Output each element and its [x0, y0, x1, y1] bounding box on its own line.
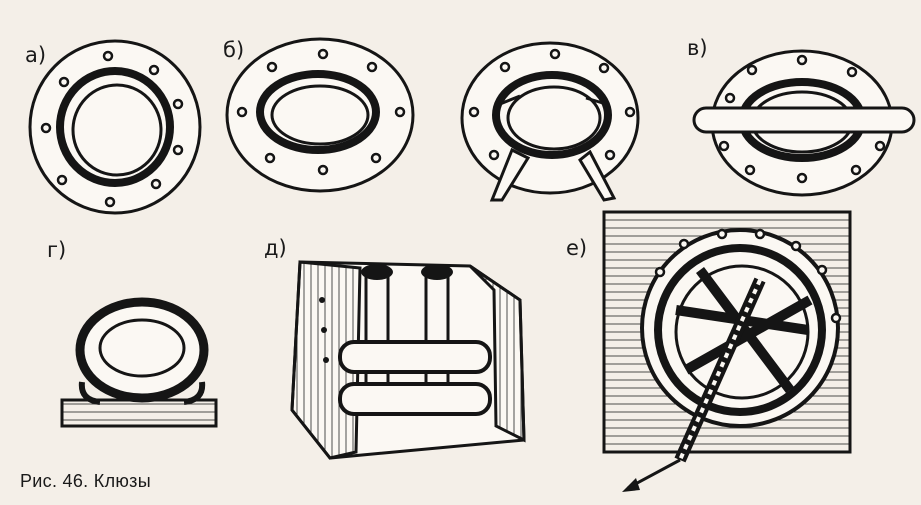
swivel-hawse-e: [602, 210, 852, 492]
label-g: г): [47, 238, 67, 262]
hawse-oval-b: [225, 37, 415, 193]
hawse-with-bar-v: [692, 49, 916, 197]
label-a: а): [25, 43, 47, 67]
hawse-oval-with-legs: [460, 41, 640, 202]
hawse-round-a: [28, 39, 202, 215]
label-e: е): [566, 236, 588, 260]
label-d: д): [264, 236, 287, 260]
label-b: б): [223, 38, 245, 62]
hawse-deck-g: [60, 297, 218, 428]
label-v: в): [687, 36, 708, 60]
figure-caption: Рис. 46. Клюзы: [20, 471, 151, 491]
roller-fairlead-d: [290, 260, 526, 460]
